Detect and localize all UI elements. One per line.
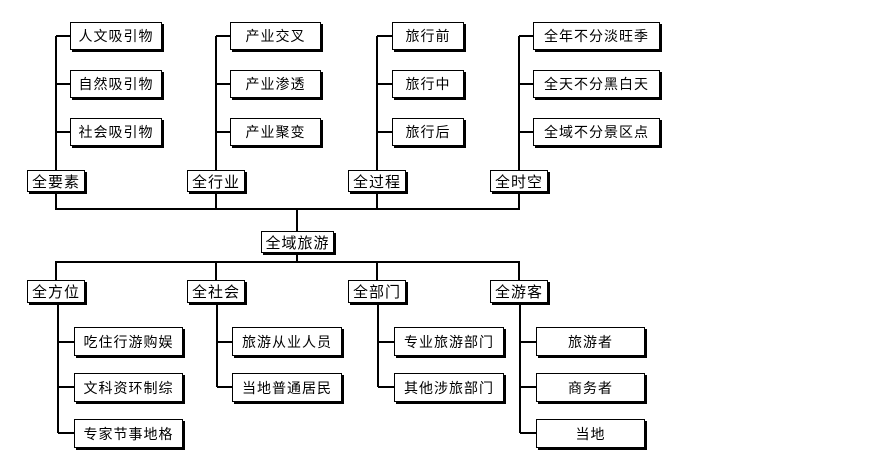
item-box: 自然吸引物 (70, 70, 162, 98)
item-box: 全域不分景区点 (533, 118, 660, 146)
group-box: 全过程 (348, 170, 406, 192)
item-box: 其他涉旅部门 (394, 373, 504, 402)
group-box: 全要素 (27, 170, 85, 192)
item-box: 商务者 (536, 373, 645, 402)
item-box: 当地普通居民 (232, 373, 342, 402)
item-box: 专业旅游部门 (394, 327, 504, 356)
item-box: 人文吸引物 (70, 22, 162, 50)
group-box: 全游客 (490, 280, 548, 303)
item-box: 旅行中 (392, 70, 464, 98)
group-box: 全部门 (348, 280, 406, 303)
item-box: 产业交叉 (230, 22, 321, 50)
item-box: 文科资环制综 (74, 373, 183, 402)
group-box: 全社会 (187, 280, 245, 303)
item-box: 全天不分黑白天 (533, 70, 660, 98)
group-box: 全行业 (187, 170, 245, 192)
center-box: 全域旅游 (261, 231, 334, 253)
item-box: 当地 (536, 419, 645, 448)
group-box: 全时空 (490, 170, 548, 192)
item-box: 旅游者 (536, 327, 645, 356)
item-box: 全年不分淡旺季 (533, 22, 660, 50)
item-box: 吃住行游购娱 (74, 327, 183, 356)
group-box: 全方位 (27, 280, 85, 303)
item-box: 产业聚变 (230, 118, 321, 146)
item-box: 旅行后 (392, 118, 464, 146)
item-box: 社会吸引物 (70, 118, 162, 146)
item-box: 旅行前 (392, 22, 464, 50)
item-box: 专家节事地格 (74, 419, 183, 448)
item-box: 旅游从业人员 (232, 327, 342, 356)
item-box: 产业渗透 (230, 70, 321, 98)
